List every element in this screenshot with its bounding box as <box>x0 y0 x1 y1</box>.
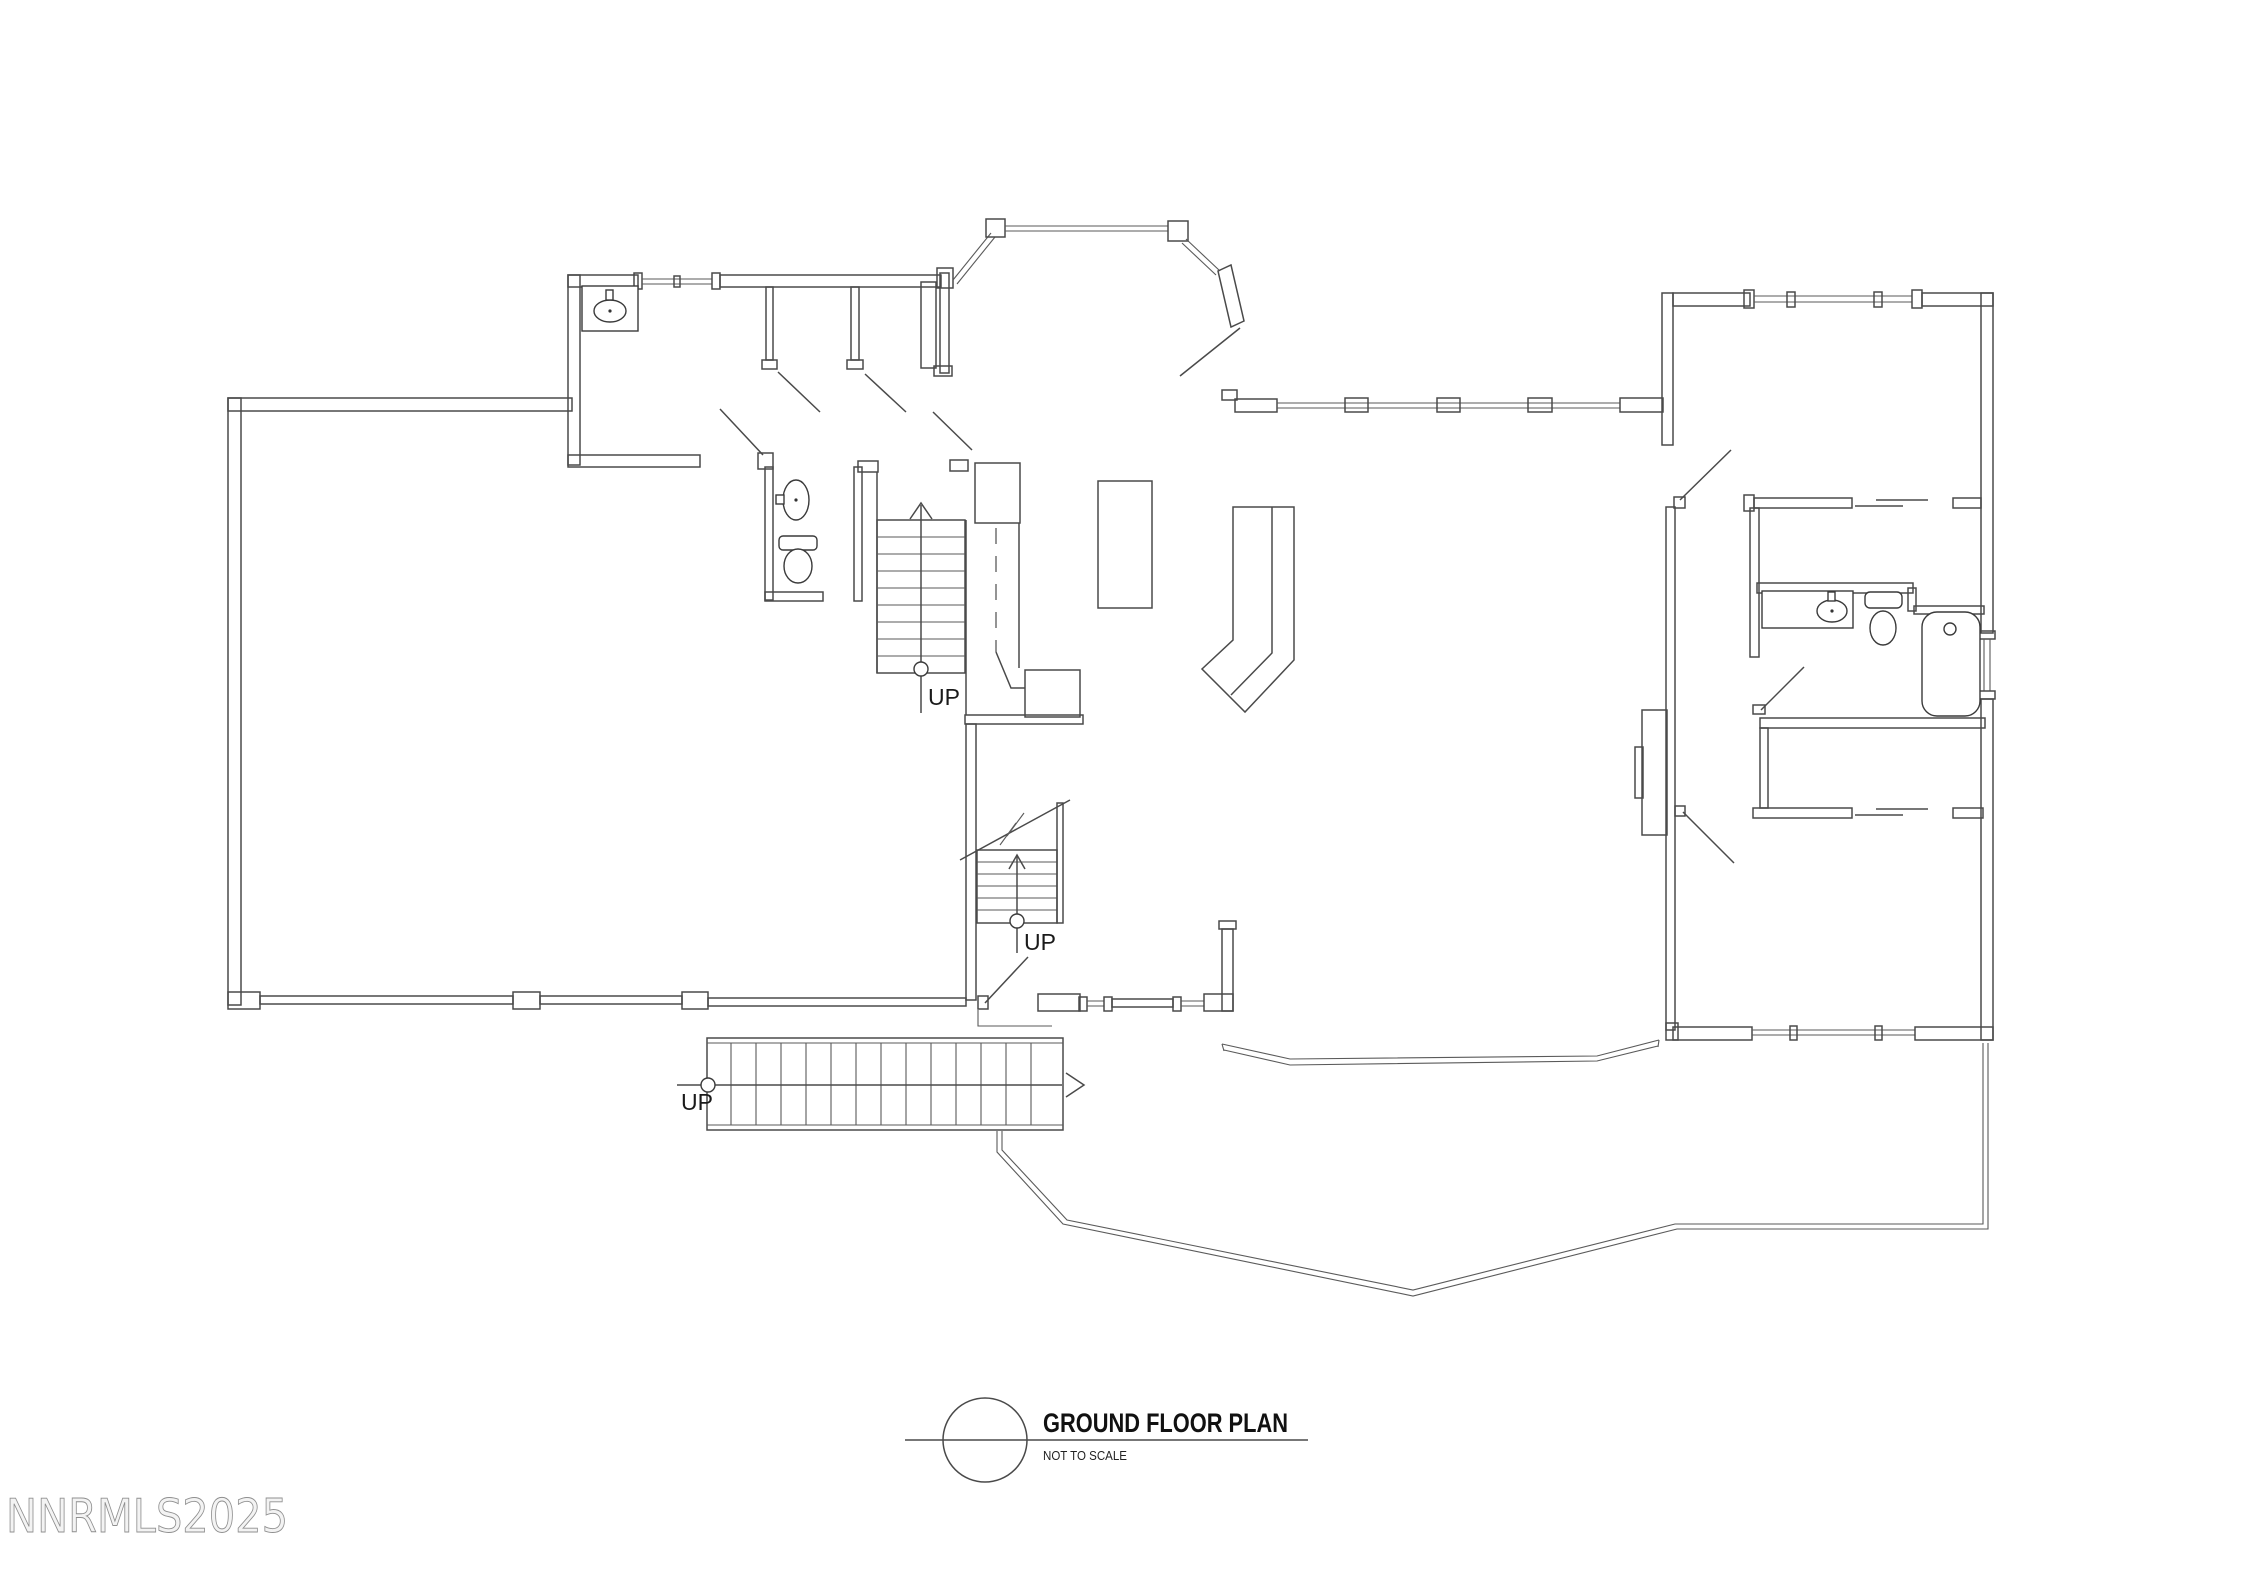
entry-step-line <box>977 1010 1052 1027</box>
stair-datum-circle <box>700 1077 716 1093</box>
closet-door-leaf <box>864 373 907 413</box>
angled-wall <box>1217 263 1245 329</box>
up-arrow-icon <box>1008 853 1026 870</box>
mudroom-laundry <box>567 272 973 470</box>
deck-steps-band <box>1221 1039 1660 1066</box>
window-mullion <box>1789 1025 1798 1041</box>
built-in-cabinet <box>1641 709 1668 836</box>
window-mullion <box>1344 397 1369 413</box>
mls-watermark: NNRMLS2025 <box>6 1489 288 1543</box>
utility-sink-icon <box>581 285 639 332</box>
mudroom-door-leaf <box>719 408 764 456</box>
lower-staircase: UP <box>959 799 1071 955</box>
vanity-sink-icon <box>1761 590 1854 629</box>
window-mullion <box>1527 397 1553 413</box>
plan-title: GROUND FLOOR PLAN <box>1043 1408 1288 1438</box>
main-staircase: UP <box>857 460 966 713</box>
great-room-north-wall <box>1221 389 1664 413</box>
window-mullion <box>673 275 681 288</box>
deck-outline <box>996 1043 1989 1297</box>
window-mullion <box>1786 291 1796 308</box>
fireplace-angled-wall <box>1200 506 1295 714</box>
kitchen-island <box>1097 480 1153 609</box>
bathroom-door-leaf <box>1760 666 1805 711</box>
window-mullion <box>1874 1025 1883 1041</box>
bathtub-icon <box>1921 611 1981 717</box>
title-block: GROUND FLOOR PLAN NOT TO SCALE <box>905 1397 1308 1483</box>
garage-room <box>227 397 967 1010</box>
nook-door-leaf <box>1179 327 1241 377</box>
up-label-main-stair: UP <box>928 684 960 710</box>
right-wing <box>1634 289 1996 1041</box>
stair-datum-circle <box>1009 913 1025 929</box>
bedroom2-door-leaf <box>1682 811 1735 864</box>
powder-toilet-icon <box>778 535 818 584</box>
closet-door-leaf <box>777 371 821 413</box>
powder-sink-icon <box>775 479 810 521</box>
right-arrow-icon <box>1065 1072 1086 1098</box>
exterior-staircase: UP <box>677 1037 1086 1131</box>
entry <box>977 920 1237 1027</box>
bedroom1-door-leaf <box>1679 449 1732 501</box>
up-arrow-icon <box>909 501 933 520</box>
up-label-exterior-stair: UP <box>681 1089 713 1115</box>
window-mullion <box>1436 397 1461 413</box>
bay-window <box>936 218 1245 377</box>
front-door-leaf <box>984 956 1029 1004</box>
stair-datum-circle <box>913 661 929 677</box>
tub-drain <box>1943 622 1957 636</box>
window-mullion <box>1873 291 1883 308</box>
chimney-duct <box>949 459 1084 1001</box>
up-label-lower-stair: UP <box>1024 929 1056 955</box>
toilet-icon <box>1864 591 1903 646</box>
break-zigzag <box>999 812 1025 846</box>
hall-door-leaf <box>932 411 973 451</box>
powder-room <box>764 466 863 602</box>
plan-subtitle: NOT TO SCALE <box>1043 1448 1127 1463</box>
